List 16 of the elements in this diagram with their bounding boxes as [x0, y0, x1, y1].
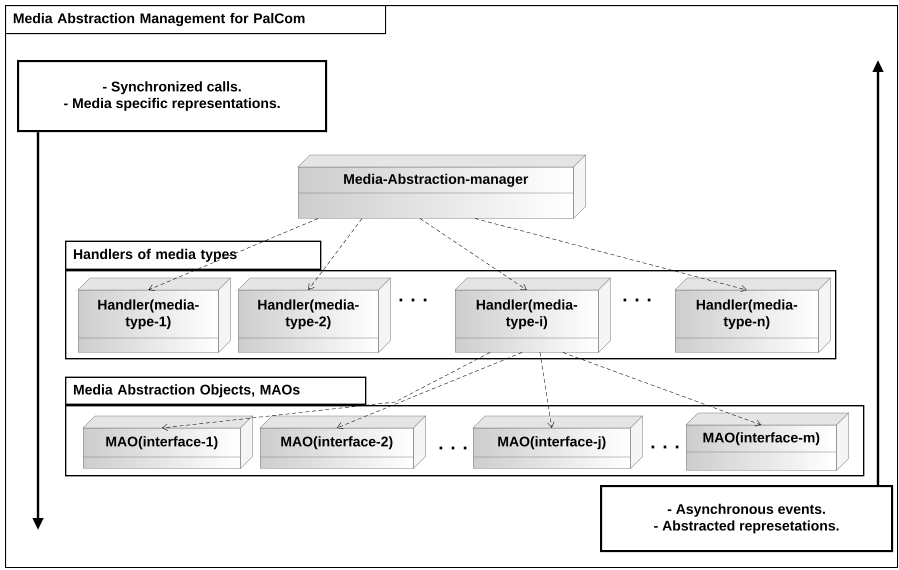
note-box: - Synchronized calls. - Media specific representations.: [17, 60, 328, 132]
arrow: [540, 352, 554, 428]
arrow: [474, 218, 747, 292]
arrow: [308, 218, 362, 290]
node-label: Media Abstraction Objects, MAOs: [74, 384, 300, 398]
arrow: [562, 352, 762, 426]
arrow: [420, 218, 527, 290]
arrow: [336, 352, 522, 430]
arrow: [148, 218, 318, 292]
arrow: [162, 352, 490, 431]
ellipsis: . . .: [400, 298, 426, 302]
ellipsis: . . .: [440, 446, 466, 450]
ellipsis: . . .: [652, 446, 678, 448]
note-box: - Asynchronous events. - Abstracted represetations.: [600, 485, 894, 552]
ellipsis: . . .: [624, 298, 650, 302]
node-label: Handlers of media types: [74, 248, 237, 262]
